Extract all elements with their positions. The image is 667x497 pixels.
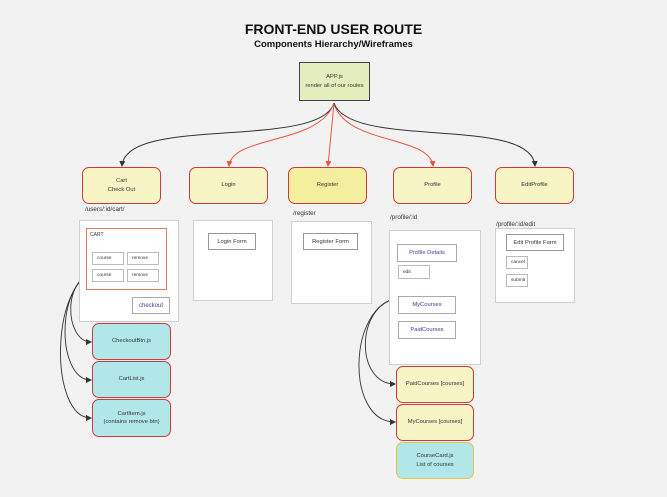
cart-node-sub: Check Out [107,186,136,193]
cart-route: /users/:id/cart/ [85,206,125,213]
paidcourses-component: PaidCourses [courses] [396,366,474,403]
edge-profile-mycourses [358,297,399,425]
coursecard-desc: List of courses [416,461,454,468]
diagram-subtitle: Components Hierarchy/Wireframes [254,39,413,50]
editprofile-route: /profile/:id/edit [496,221,536,228]
coursecard-label: CourseCard.js [416,453,454,460]
app-node-desc: render all of our routes [305,82,364,89]
profile-node: Profile [393,167,472,204]
mycourses-component: MyCourses [courses] [396,404,474,441]
profile-node-label: Profile [424,182,441,189]
edge-app-cart [119,102,335,167]
my-courses-section[interactable]: MyCourses [398,296,456,314]
app-node-title: APP.js [326,74,343,81]
register-node-label: Register [316,182,339,189]
profile-edit-button[interactable]: edit [398,265,430,279]
login-form[interactable]: Login Form [208,233,256,250]
diagram-title: FRONT-END USER ROUTE [244,21,423,37]
checkoutbtn-label: CheckoutBtn.js [112,338,151,345]
edge-profile-paidcourses [365,297,399,387]
editprofile-node-label: EditProfile [521,182,548,189]
register-form[interactable]: Register Form [303,233,358,250]
cart-node-title: Cart [116,178,127,185]
cartitem-desc: (contains remove btn) [103,419,160,425]
cart-remove-1[interactable]: remove [127,252,159,265]
profile-route: /profile/:id [390,214,418,221]
cartitem-component: CartItem.js (contains remove btn) [92,399,171,437]
paidcourses-label: PaidCourses [courses] [405,381,465,388]
edge-app-editprofile [333,102,538,167]
mycourses-label: MyCourses [courses] [407,419,463,426]
cart-heading: CART [90,232,104,238]
cart-course-2: course [92,269,124,282]
profile-details: Profile Details [397,244,457,262]
cart-course-1: course [92,252,124,265]
cart-node: Cart Check Out [82,167,161,204]
cancel-button[interactable]: cancel [506,256,528,269]
checkoutbtn-component: CheckoutBtn.js [92,323,171,360]
checkout-button[interactable]: checkout [132,297,170,314]
edge-app-register [325,102,335,167]
cartlist-component: CartList.js [92,361,171,398]
paid-courses-section[interactable]: PaidCourses [398,321,456,339]
edit-profile-form[interactable]: Edit Profile Form [506,234,564,251]
editprofile-node: EditProfile [495,167,574,204]
login-node: Login [189,167,268,204]
register-route: /register [293,210,316,217]
cartlist-label: CartList.js [118,376,145,383]
cart-remove-2[interactable]: remove [127,269,159,282]
register-node: Register [288,167,367,204]
edge-app-login [226,102,335,167]
coursecard-component: CourseCard.js List of courses [396,442,474,479]
edge-app-profile [333,102,436,167]
login-node-label: Login [221,182,236,189]
cartitem-label: CartItem.js [117,410,146,417]
submit-button[interactable]: submit [506,274,528,287]
app-node: APP.js render all of our routes [299,62,370,101]
